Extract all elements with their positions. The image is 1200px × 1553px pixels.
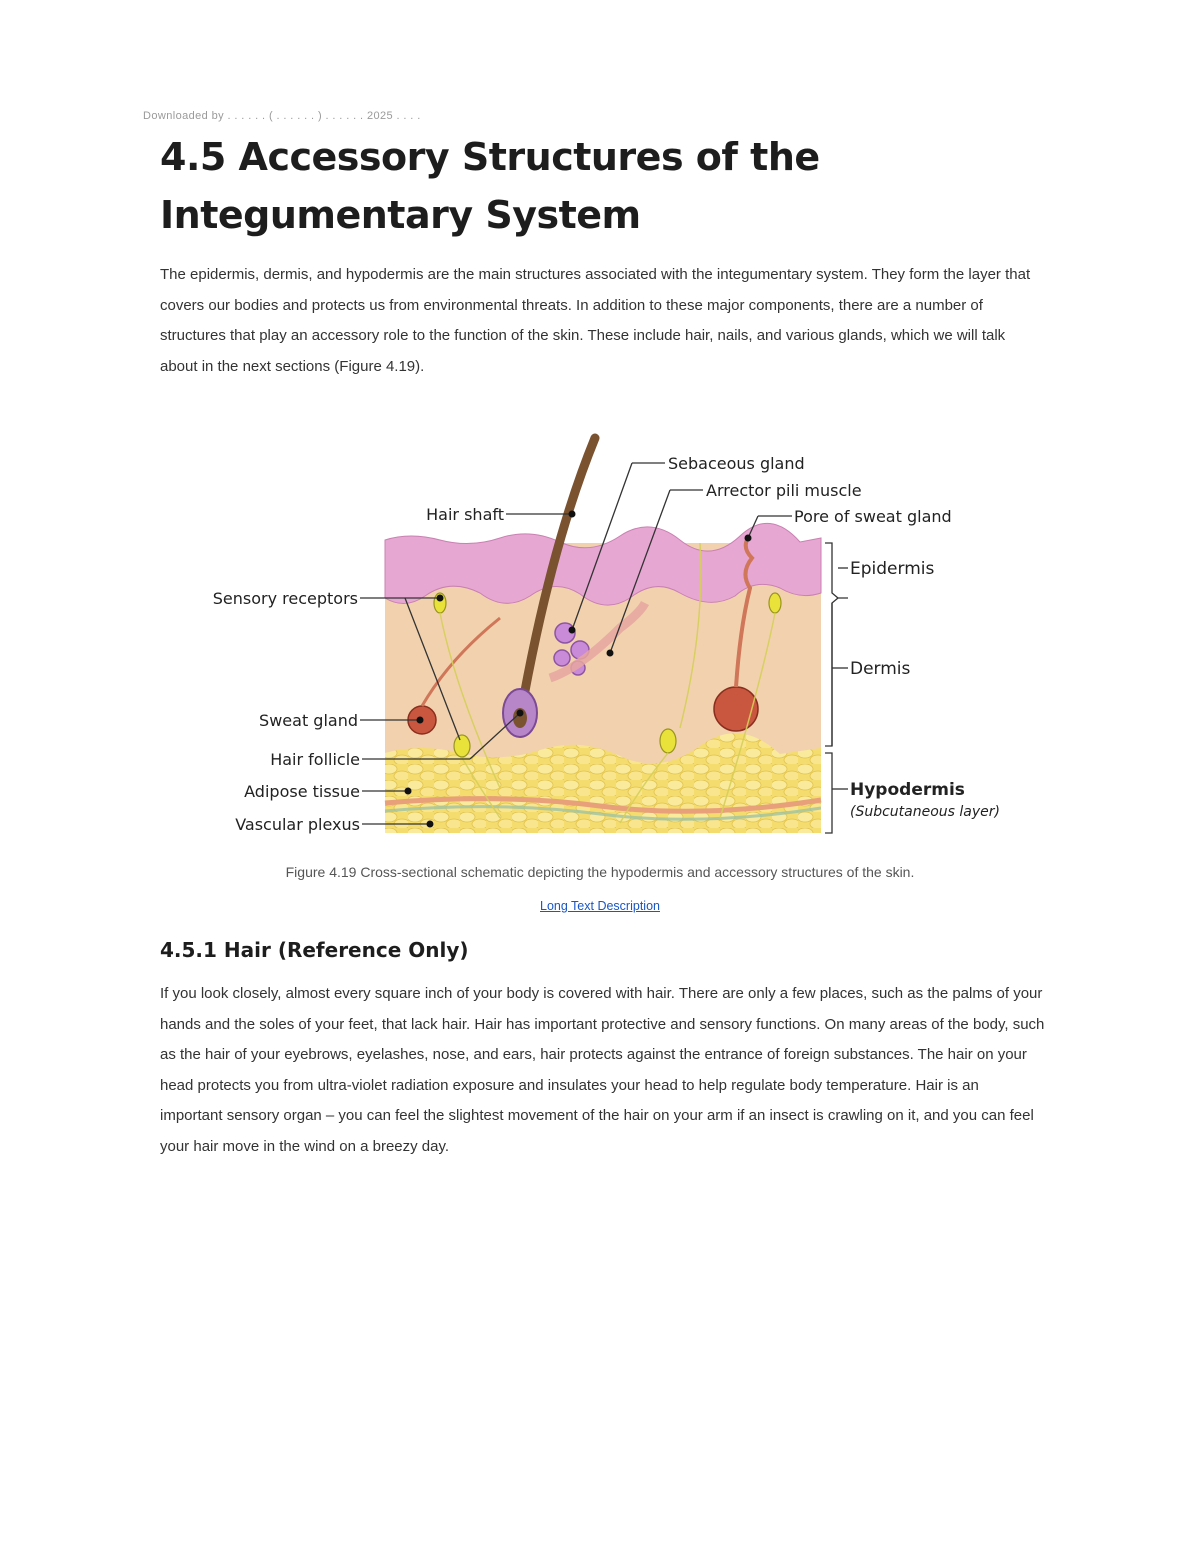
label-hair-shaft: Hair shaft — [426, 505, 504, 524]
label-hypodermis: Hypodermis — [850, 780, 965, 800]
arrector-pili-shape — [548, 600, 650, 683]
label-pore: Pore of sweat gland — [794, 507, 952, 526]
hair-shaft-shape — [515, 433, 600, 723]
label-arrector-pili: Arrector pili muscle — [706, 481, 862, 500]
section-heading: 4.5.1 Hair (Reference Only) — [160, 938, 469, 962]
label-vascular: Vascular plexus — [235, 815, 360, 834]
download-watermark: Downloaded by . . . . . . ( . . . . . . … — [143, 110, 421, 122]
label-adipose: Adipose tissue — [244, 782, 360, 801]
skin-cross-section-diagram: Sebaceous gland Arrector pili muscle Hai… — [213, 433, 1000, 834]
label-epidermis: Epidermis — [850, 559, 934, 579]
intro-paragraph: The epidermis, dermis, and hypodermis ar… — [160, 266, 1031, 375]
page-title: 4.5 Accessory Structures of the Integume… — [160, 135, 820, 237]
label-hair-follicle: Hair follicle — [270, 750, 360, 769]
long-description-container: Long Text Description — [0, 899, 1200, 913]
long-description-link[interactable]: Long Text Description — [540, 899, 660, 913]
label-dermis: Dermis — [850, 659, 911, 679]
label-sensory-receptors: Sensory receptors — [213, 589, 358, 608]
epidermis-layer — [384, 522, 822, 606]
figure-caption: Figure 4.19 Cross-sectional schematic de… — [285, 864, 915, 880]
label-sweat-gland: Sweat gland — [259, 711, 358, 730]
label-sebaceous-gland: Sebaceous gland — [668, 454, 805, 473]
label-subcutaneous: (Subcutaneous layer) — [850, 804, 1000, 820]
sweat-duct — [734, 536, 755, 688]
skin-figure: Sebaceous gland Arrector pili muscle Hai… — [200, 428, 1020, 848]
hair-paragraph: If you look closely, almost every square… — [160, 985, 1045, 1155]
